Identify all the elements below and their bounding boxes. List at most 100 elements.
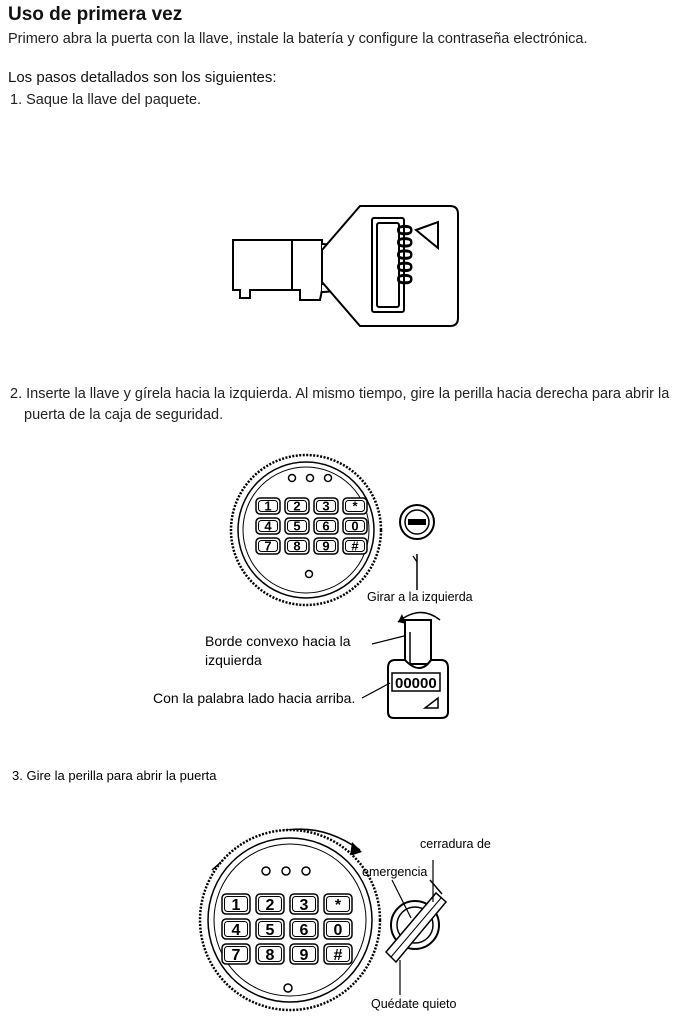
keypad-key-inner-2 — [316, 500, 336, 512]
keypad-key-7 — [323, 918, 353, 940]
keypad-key-label-9: 8 — [266, 947, 275, 964]
label-stay-still: Quédate quieto — [371, 997, 457, 1011]
label-emergency-lock-2: emergencia — [362, 865, 428, 879]
keypad-key-inner-5 — [258, 921, 282, 937]
keypad-key-label-11: # — [351, 539, 359, 554]
label-convex-edge-2: izquierda — [205, 652, 262, 668]
keypad-key-label-9: 8 — [293, 539, 300, 554]
keypad-key-1 — [255, 893, 285, 915]
keypad-key-label-11: # — [334, 947, 343, 964]
keypad-key-4 — [255, 517, 281, 535]
keypad-key-label-0: 1 — [264, 499, 271, 514]
keypad-key-label-1: 2 — [293, 499, 300, 514]
label-turn-left: Girar a la izquierda — [367, 590, 473, 604]
keypad-key-label-6: 6 — [300, 922, 309, 939]
keypad-key-label-7: 0 — [334, 922, 343, 939]
keypad-key-label-1: 2 — [266, 897, 275, 914]
keypad-key-label-4: 4 — [232, 922, 241, 939]
keypad-key-0 — [255, 497, 281, 515]
keypad-key-label-5: 5 — [293, 519, 300, 534]
keypad-key-inner-4 — [258, 520, 278, 532]
keypad-key-2 — [313, 497, 339, 515]
keypad-key-inner-3 — [345, 500, 365, 512]
keypad-key-0 — [221, 893, 251, 915]
emergency-lock-step3 — [384, 860, 448, 995]
label-word-side-up: Con la palabra lado hacia arriba. — [153, 690, 356, 706]
key-code-step2: 00000 — [395, 675, 437, 692]
keypad-key-8 — [221, 943, 251, 965]
keypad-key-label-8: 7 — [264, 539, 271, 554]
step-3-text: Gire la perilla para abrir la puerta — [26, 768, 217, 783]
keypad-key-inner-7 — [345, 520, 365, 532]
keypad-key-label-2: 3 — [322, 499, 329, 514]
keypad-key-7 — [342, 517, 368, 535]
steps-heading: Los pasos detallados son los siguientes: — [8, 69, 277, 86]
keypad-key-9 — [284, 537, 310, 555]
keypad-key-label-2: 3 — [300, 897, 309, 914]
page-title: Uso de primera vez — [8, 4, 183, 25]
step-2-text-line2: puerta de la caja de seguridad. — [24, 407, 224, 423]
step-1-text: Saque la llave del paquete. — [26, 92, 202, 108]
keypad-key-inner-8 — [224, 946, 248, 962]
keypad-key-label-3: * — [352, 499, 358, 514]
keypad-key-label-5: 5 — [266, 922, 275, 939]
keypad-key-5 — [255, 918, 285, 940]
keypad-key-10 — [289, 943, 319, 965]
keypad-key-11 — [323, 943, 353, 965]
keypad-step2: 1 2 3 * 4 5 6 0 7 8 9 # — [255, 497, 368, 555]
keypad-key-10 — [313, 537, 339, 555]
keypad-key-inner-0 — [224, 896, 248, 912]
keypad-key-4 — [221, 918, 251, 940]
keypad-key-6 — [313, 517, 339, 535]
step-2: 2. Inserte la llave y gírela hacia la iz… — [10, 384, 676, 426]
keypad-key-inner-5 — [287, 520, 307, 532]
keypad-key-label-7: 0 — [351, 519, 358, 534]
keypad-key-3 — [342, 497, 368, 515]
keyhole-step2 — [399, 504, 435, 590]
keypad-key-label-3: * — [335, 897, 342, 914]
step-3: 3. Gire la perilla para abrir la puerta — [12, 765, 217, 786]
keypad-key-3 — [323, 893, 353, 915]
keypad-key-1 — [284, 497, 310, 515]
keypad-key-inner-0 — [258, 500, 278, 512]
keypad-step3: 1 2 3 * 4 5 6 0 7 8 9 # — [221, 893, 353, 965]
keypad-key-inner-2 — [292, 896, 316, 912]
keypad-key-label-0: 1 — [232, 897, 241, 914]
keypad-key-inner-11 — [326, 946, 350, 962]
label-emergency-lock-1: cerradura de — [420, 837, 491, 851]
step-2-number: 2. — [10, 386, 23, 402]
step-1-number: 1. — [10, 92, 23, 108]
intro-text: Primero abra la puerta con la llave, ins… — [8, 31, 588, 47]
key-code-vertical: 00000 — [392, 224, 417, 285]
keypad-key-inner-6 — [292, 921, 316, 937]
keypad-key-inner-1 — [287, 500, 307, 512]
key-inserted-step2 — [361, 611, 449, 719]
step-1: 1. Saque la llave del paquete. — [10, 90, 201, 111]
keypad-key-label-10: 9 — [300, 947, 309, 964]
keypad-key-inner-9 — [258, 946, 282, 962]
step-2-text-line1: Inserte la llave y gírela hacia la izqui… — [26, 386, 670, 402]
keypad-key-label-10: 9 — [322, 539, 329, 554]
keypad-key-inner-9 — [287, 540, 307, 552]
keypad-key-6 — [289, 918, 319, 940]
keypad-key-label-8: 7 — [232, 947, 241, 964]
step-3-number: 3. — [12, 768, 23, 783]
keypad-key-label-4: 4 — [264, 519, 272, 534]
keypad-key-inner-6 — [316, 520, 336, 532]
keypad-key-inner-10 — [316, 540, 336, 552]
key-illustration — [232, 205, 459, 327]
keypad-key-11 — [342, 537, 368, 555]
keypad-key-inner-7 — [326, 921, 350, 937]
keypad-key-9 — [255, 943, 285, 965]
keypad-key-inner-8 — [258, 540, 278, 552]
keypad-key-inner-4 — [224, 921, 248, 937]
keypad-key-8 — [255, 537, 281, 555]
keypad-key-inner-11 — [345, 540, 365, 552]
keypad-key-5 — [284, 517, 310, 535]
label-convex-edge-1: Borde convexo hacia la — [205, 633, 351, 649]
keypad-key-inner-1 — [258, 896, 282, 912]
keypad-key-label-6: 6 — [322, 519, 329, 534]
keypad-key-inner-10 — [292, 946, 316, 962]
keypad-key-inner-3 — [326, 896, 350, 912]
